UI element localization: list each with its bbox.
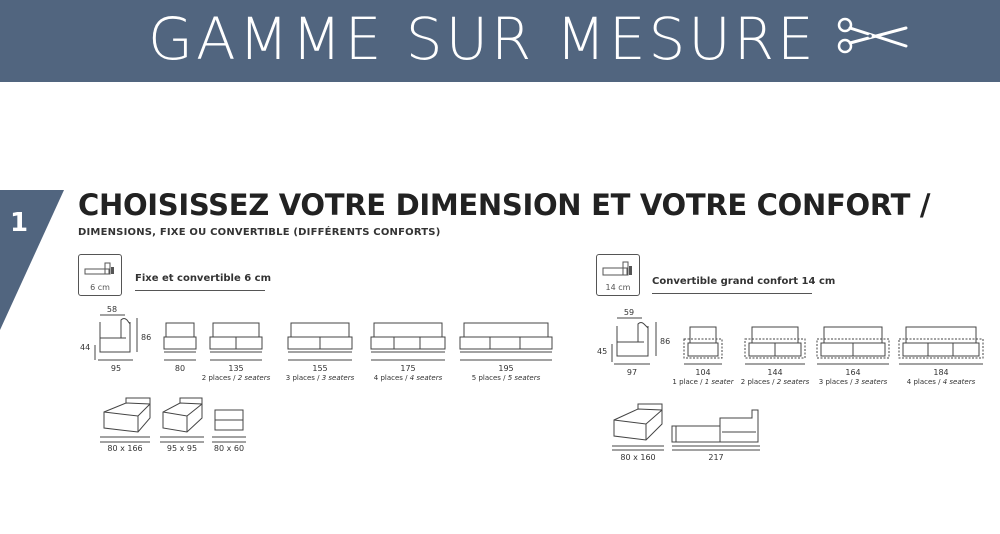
bed-80x166: [100, 397, 151, 438]
sofa-seats: 4 places / 4 seaters: [906, 378, 976, 386]
comfort-thickness-icon-left: 6 cm: [78, 254, 122, 296]
dim-back-height-left: 86: [141, 333, 152, 342]
comfort-thickness-icon-right: 14 cm: [596, 254, 640, 296]
bed-80x160: [612, 403, 664, 447]
sofa-width: 195: [498, 364, 514, 373]
bed-95x95: [160, 397, 204, 438]
sofa-135: [209, 322, 263, 353]
bed-size: 80 x 160: [620, 453, 656, 462]
mattress-icon: [602, 261, 632, 276]
sofa-width: 164: [845, 368, 861, 377]
dim-seat-height-left: 44: [80, 343, 91, 352]
sofa-seats: 3 places / 3 seaters: [818, 378, 888, 386]
mattress-icon: [84, 262, 114, 275]
sofa-80: [163, 322, 197, 353]
step-number: 1: [10, 208, 29, 238]
sofa-seats: 1 place / 1 seater: [672, 378, 734, 386]
sofa-width: 155: [312, 364, 328, 373]
dim-width-left: 95: [110, 364, 122, 373]
dim-back-height-right: 86: [660, 337, 671, 346]
sofa-width: 135: [228, 364, 244, 373]
scissors-icon: [837, 17, 908, 54]
sofa-side-profile-right: [616, 322, 649, 357]
sofa-164: [816, 326, 890, 359]
section-subheading: DIMENSIONS, FIXE OU CONVERTIBLE (DIFFÉRE…: [78, 227, 441, 238]
sofa-width: 184: [933, 368, 949, 377]
dim-depth-right: 59: [623, 308, 635, 317]
comfort-rule-right: [652, 293, 812, 294]
bed-size: 217: [708, 453, 724, 462]
sofa-width: 104: [695, 368, 711, 377]
sofa-184: [898, 326, 984, 359]
sofa-195: [459, 322, 553, 353]
sofa-104: [683, 326, 723, 359]
sofa-seats: 2 places / 2 seaters: [740, 378, 810, 386]
bed-size: 95 x 95: [166, 444, 198, 453]
sofa-seats: 2 places / 2 seaters: [201, 374, 271, 382]
bed-80x60: [212, 409, 246, 438]
dim-seat-height-right: 45: [597, 347, 608, 356]
dim-depth-left: 58: [106, 305, 118, 314]
header-banner: GAMME SUR MESURE: [0, 0, 1000, 82]
sofa-seats: 3 places / 3 seaters: [285, 374, 355, 382]
sofa-width: 144: [767, 368, 783, 377]
comfort-title-right: Convertible grand confort 14 cm: [652, 276, 836, 287]
sofa-seats: 5 places / 5 seaters: [471, 374, 541, 382]
sofa-155: [287, 322, 353, 353]
thickness-label: 6 cm: [90, 283, 110, 292]
bed-size: 80 x 166: [107, 444, 143, 453]
bed-size: 80 x 60: [213, 444, 245, 453]
bed-217: [671, 409, 760, 447]
sofa-175: [370, 322, 446, 353]
sofa-144: [744, 326, 806, 359]
dim-width-right: 97: [626, 368, 638, 377]
sofa-width: 175: [400, 364, 416, 373]
step-tab: [0, 190, 64, 330]
comfort-title-left: Fixe et convertible 6 cm: [135, 273, 272, 284]
thickness-label: 14 cm: [605, 283, 631, 292]
sofa-width: 80: [174, 364, 186, 373]
banner-title: GAMME SUR MESURE: [148, 5, 817, 73]
sofa-side-profile-left: [99, 318, 131, 353]
comfort-rule-left: [135, 290, 265, 291]
section-heading: CHOISISSEZ VOTRE DIMENSION ET VOTRE CONF…: [78, 188, 931, 222]
sofa-seats: 4 places / 4 seaters: [373, 374, 443, 382]
